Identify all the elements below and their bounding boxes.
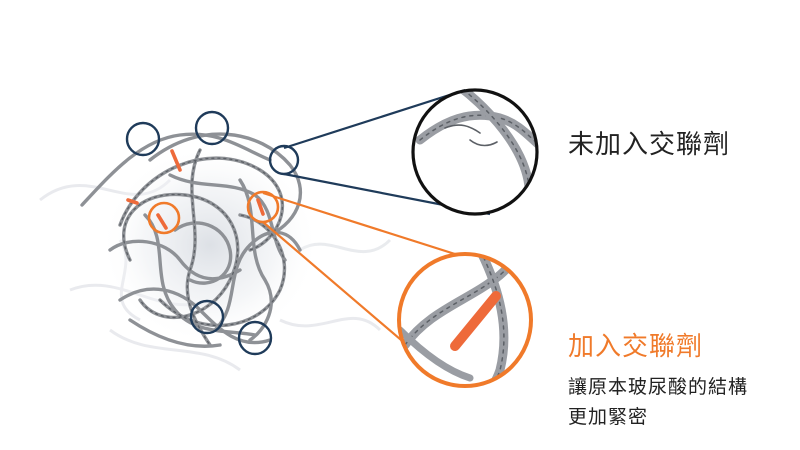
label-uncrosslinked: 未加入交聯劑 (568, 130, 731, 160)
orange-circle-icon (147, 201, 181, 235)
magnifier-crosslinked (397, 252, 533, 388)
molecule-glow (100, 145, 320, 345)
label-crosslinked: 加入交聯劑 (568, 332, 704, 362)
navy-circle-icon (189, 299, 225, 335)
navy-circle-icon (237, 320, 273, 356)
tangle-crosslinks (126, 149, 265, 230)
crosslink-bar (450, 291, 501, 351)
description-line-2: 更加緊密 (568, 406, 649, 428)
description-line-1: 讓原本玻尿酸的結構 (568, 376, 749, 398)
molecule-tangle (80, 132, 302, 348)
navy-circle-icon (125, 121, 161, 157)
navy-circle-icon (194, 110, 230, 146)
